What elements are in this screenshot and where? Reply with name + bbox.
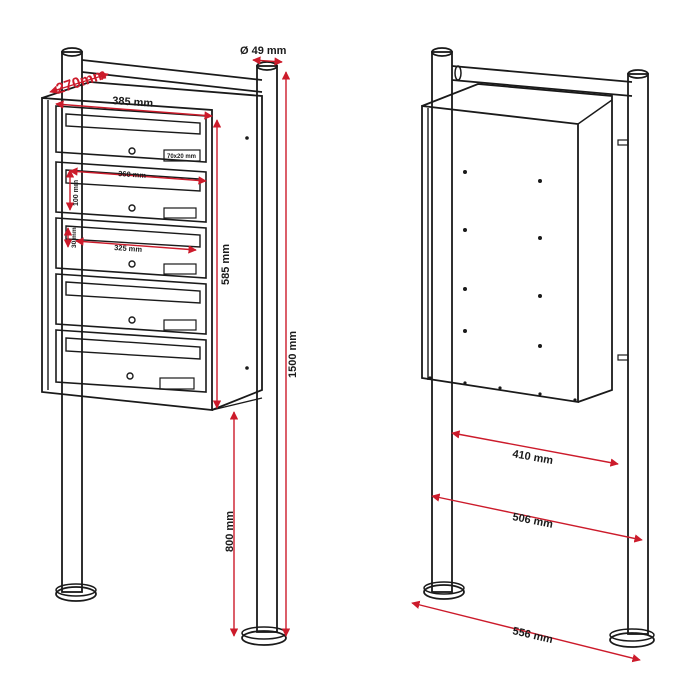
dimension-box-height: 585 mm [212, 119, 232, 409]
inner-slot-length-label: 325 mm [114, 243, 143, 254]
dimension-span-feet: 556 mm [411, 600, 641, 663]
dimension-total-height: 1500 mm [281, 71, 299, 637]
front-right-post [241, 61, 287, 646]
diameter-label: Ø 49 mm [240, 45, 287, 57]
top-crossbar [81, 59, 263, 93]
width-label: 385 mm [112, 95, 154, 110]
inner-slot-height-label: 30 mm [71, 227, 78, 248]
dimension-inner-slot-length: 325 mm [75, 237, 197, 254]
span-feet-label: 556 mm [511, 625, 554, 646]
rear-left-post [423, 47, 465, 600]
slot-height-label: 100 mm [73, 180, 80, 206]
back-left-post [55, 47, 97, 602]
dimension-ground-height: 800 mm [224, 411, 239, 637]
slot-length-label: 360 mm [118, 169, 147, 180]
box-height-label: 585 mm [220, 244, 232, 285]
dimension-span-inner: 410 mm [451, 430, 619, 467]
dimension-slot-height: 100 mm [65, 169, 80, 211]
rear-view: 410 mm 506 mm 556 mm [411, 47, 655, 663]
rear-box [421, 83, 613, 404]
dimension-span-posts: 506 mm [431, 493, 643, 543]
rear-right-post [609, 69, 655, 648]
compartment-5 [55, 329, 207, 393]
label-size-text: 70x20 mm [167, 154, 196, 160]
dimension-depth: 270mm [49, 66, 109, 98]
mounting-holes [428, 170, 577, 402]
span-posts-label: 506 mm [511, 511, 554, 531]
dimension-inner-slot-height: 30 mm [63, 227, 78, 248]
rear-crossbar [451, 65, 633, 97]
ground-height-label: 800 mm [224, 511, 236, 552]
front-view: 70x20 mm [41, 45, 299, 646]
total-height-label: 1500 mm [287, 331, 299, 378]
dimension-width: 385 mm [55, 95, 213, 120]
dimension-diameter: Ø 49 mm [240, 45, 287, 66]
dimension-slot-length: 360 mm [69, 167, 207, 185]
compartment-4 [55, 273, 207, 335]
